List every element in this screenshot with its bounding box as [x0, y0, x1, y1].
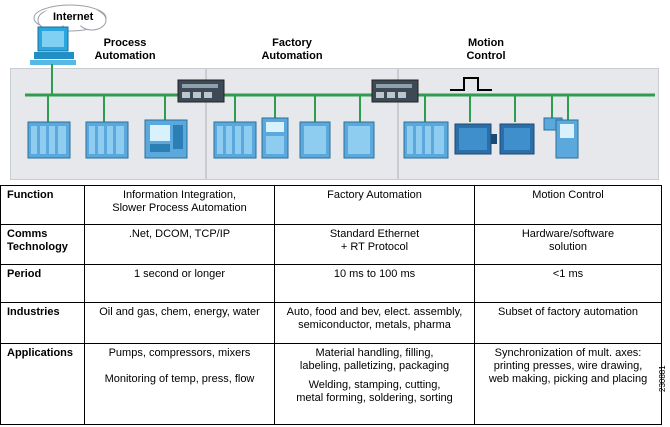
plc-rack-icon — [27, 121, 71, 159]
cell-line: Subset of factory automation — [497, 306, 639, 318]
drive-unit-icon — [343, 121, 375, 159]
table-cell: 1 second or longer — [84, 264, 275, 303]
table-row: Applications Pumps, compressors, mixers … — [0, 343, 662, 425]
network-diagram: Internet Process Automation Factory Auto… — [0, 0, 670, 180]
cell-line: semiconductor, metals, pharma — [298, 319, 451, 331]
cell-line: printing presses, wire drawing, — [493, 360, 643, 372]
table-row: Industries Oil and gas, chem, energy, wa… — [0, 302, 662, 344]
row-header: Function — [0, 185, 85, 225]
table-cell: Material handling, filling, labeling, pa… — [274, 343, 475, 425]
industrial-switch-icon — [177, 79, 225, 103]
cell-line: Monitoring of temp, press, flow — [104, 373, 255, 385]
workstation-computer-icon — [30, 26, 76, 65]
table-row: Function Information Integration, Slower… — [0, 185, 662, 225]
cell-line: Synchronization of mult. axes: — [494, 347, 642, 359]
cell-line: Motion Control — [532, 189, 604, 201]
cell-line: + RT Protocol — [340, 241, 409, 253]
plc-rack-icon — [403, 121, 449, 159]
zone-title-factory: Factory Automation — [247, 37, 337, 63]
zone-title-line: Process — [103, 37, 147, 49]
table-cell: Auto, food and bev, elect. assembly, sem… — [274, 302, 475, 344]
cell-line: Material handling, filling, — [315, 347, 434, 359]
cell-line: <1 ms — [552, 268, 584, 280]
cell-line: metal forming, soldering, sorting — [296, 392, 453, 404]
cell-line: labeling, palletizing, packaging — [299, 360, 450, 372]
cell-line: Factory Automation — [327, 189, 422, 201]
zone-title-line: Automation — [261, 50, 323, 62]
hmi-panel-icon — [144, 119, 188, 159]
zone-title-motion: Motion Control — [441, 37, 531, 63]
cell-line: Welding, stamping, cutting, — [308, 379, 441, 391]
plc-rack-icon — [85, 121, 129, 159]
table-row: Comms Technology .Net, DCOM, TCP/IP Stan… — [0, 224, 662, 265]
drive-controller-icon — [543, 117, 579, 159]
table-cell: 10 ms to 100 ms — [274, 264, 475, 303]
cell-line: 10 ms to 100 ms — [333, 268, 416, 280]
pulse-signal-icon — [450, 77, 492, 91]
table-cell: Hardware/software solution — [474, 224, 662, 265]
table-cell: .Net, DCOM, TCP/IP — [84, 224, 275, 265]
cell-line: .Net, DCOM, TCP/IP — [128, 228, 231, 240]
comparison-table: Function Information Integration, Slower… — [0, 185, 662, 425]
table-cell: <1 ms — [474, 264, 662, 303]
cell-line: Slower Process Automation — [112, 202, 247, 214]
table-cell: Factory Automation — [274, 185, 475, 225]
internet-label: Internet — [53, 11, 94, 23]
industrial-switch-icon — [371, 79, 419, 103]
table-cell: Subset of factory automation — [474, 302, 662, 344]
diagram-graphics — [25, 4, 655, 159]
row-header-line: Comms — [7, 228, 48, 240]
row-header: Industries — [0, 302, 85, 344]
zone-title-process: Process Automation — [80, 37, 170, 63]
zone-title-line: Automation — [94, 50, 156, 62]
zone-title-line: Factory — [272, 37, 312, 49]
plc-rack-icon — [213, 121, 257, 159]
table-cell: Oil and gas, chem, energy, water — [84, 302, 275, 344]
table-cell: Standard Ethernet + RT Protocol — [274, 224, 475, 265]
cell-line: web making, picking and placing — [488, 373, 648, 385]
figure-number: 230881 — [658, 365, 667, 392]
internet-cloud-icon — [33, 4, 107, 32]
row-header: Applications — [0, 343, 85, 425]
cell-line: Standard Ethernet — [329, 228, 420, 240]
servo-motor-icon — [454, 123, 497, 155]
cell-line: Information Integration, — [122, 189, 237, 201]
table-row: Period 1 second or longer 10 ms to 100 m… — [0, 264, 662, 303]
cell-line: Auto, food and bev, elect. assembly, — [286, 306, 463, 318]
cell-line: solution — [549, 241, 587, 253]
zone-title-line: Control — [466, 50, 506, 62]
cell-line: 1 second or longer — [133, 268, 226, 280]
cell-line: Pumps, compressors, mixers — [108, 347, 251, 359]
table-cell: Motion Control — [474, 185, 662, 225]
io-module-icon — [261, 117, 289, 159]
row-header: Period — [0, 264, 85, 303]
servo-motor-icon — [499, 123, 535, 155]
cell-line: Hardware/software — [521, 228, 615, 240]
cell-line: Oil and gas, chem, energy, water — [99, 306, 260, 318]
table-cell: Information Integration, Slower Process … — [84, 185, 275, 225]
row-header-line: Technology — [7, 241, 68, 253]
drive-unit-icon — [299, 121, 331, 159]
zone-title-line: Motion — [467, 37, 505, 49]
table-cell: Pumps, compressors, mixers Monitoring of… — [84, 343, 275, 425]
table-cell: Synchronization of mult. axes: printing … — [474, 343, 662, 425]
row-header: Comms Technology — [0, 224, 85, 265]
